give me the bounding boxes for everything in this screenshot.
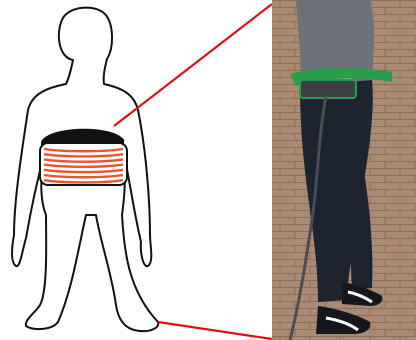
belt-photograph	[272, 0, 416, 340]
photo-arm	[322, 0, 349, 74]
connector-line-upper	[114, 4, 272, 126]
connector-line-lower	[158, 322, 272, 339]
waist-belt-illustration	[40, 130, 127, 185]
photo-belt-housing	[300, 80, 356, 98]
